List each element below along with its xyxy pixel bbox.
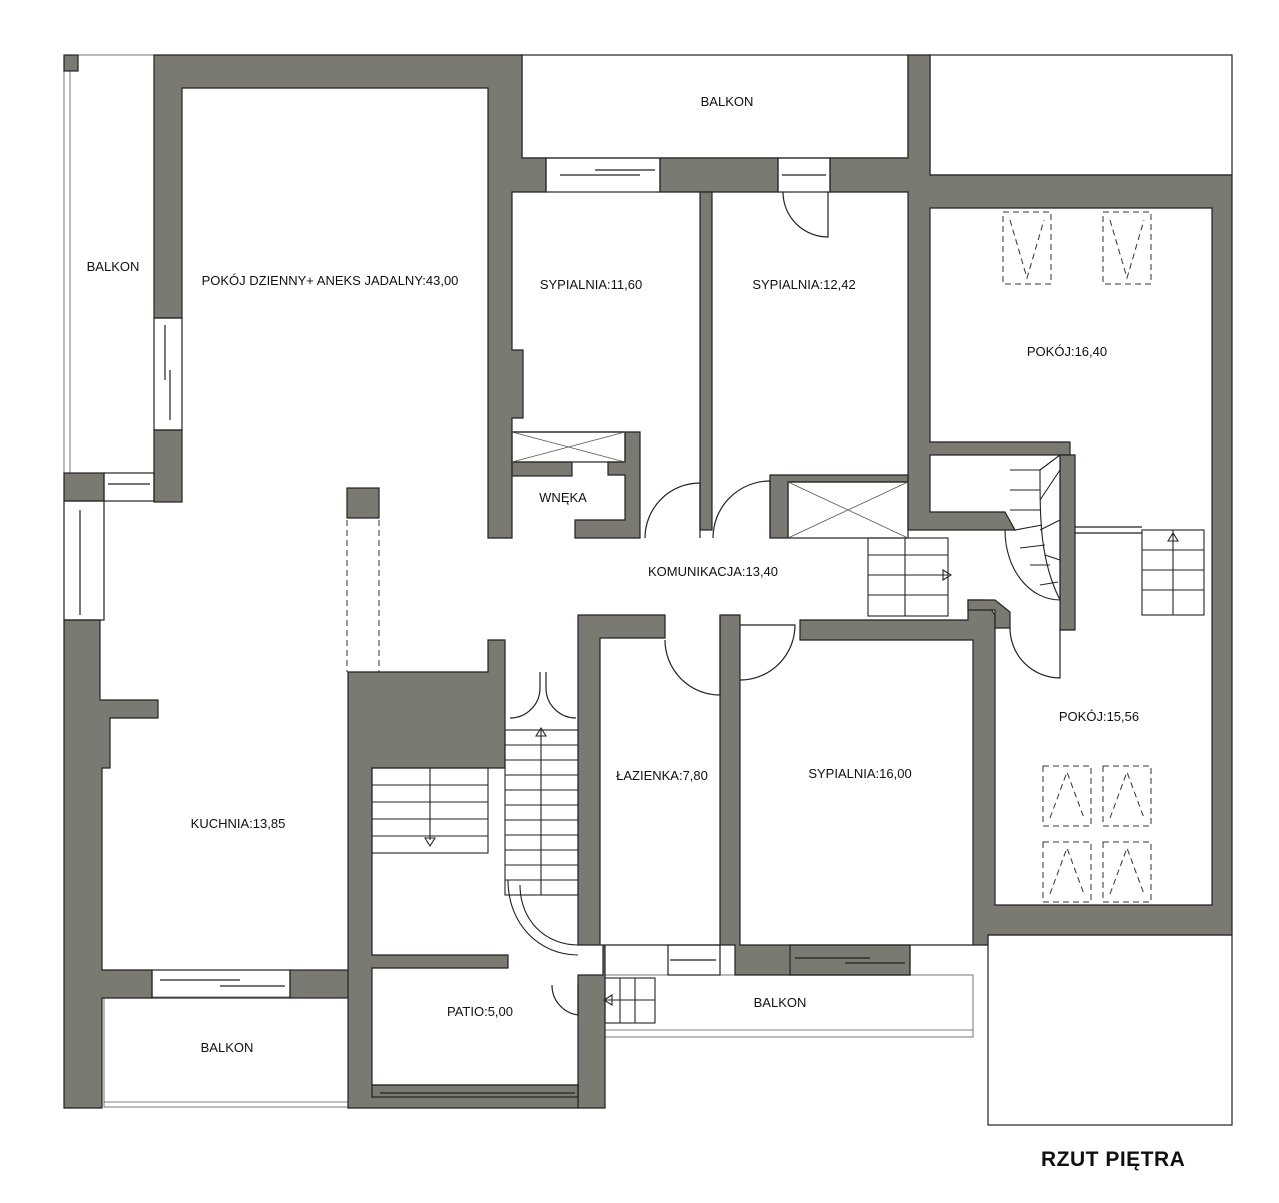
room-label-lazienka: ŁAZIENKA:7,80 (616, 768, 708, 783)
windows (63, 157, 1142, 1098)
room-label-patio: PATIO:5,00 (447, 1004, 513, 1019)
room-label-kuchnia: KUCHNIA:13,85 (191, 816, 286, 831)
room-label-sypialnia-1: SYPIALNIA:11,60 (540, 277, 642, 292)
room-label-pokoj-1: POKÓJ:16,40 (1027, 344, 1107, 359)
room-label-pokoj-2: POKÓJ:15,56 (1059, 709, 1139, 724)
room-label-sypialnia-2: SYPIALNIA:12,42 (752, 277, 855, 292)
storage-units (511, 431, 909, 539)
plan-title: RZUT PIĘTRA (1041, 1148, 1186, 1171)
walls (63, 54, 1233, 1109)
room-label-balkon-top: BALKON (701, 94, 754, 109)
stairs (371, 454, 1205, 1024)
room-label-komunikacja: KOMUNIKACJA:13,40 (648, 564, 778, 579)
room-label-balkon-bottom-left: BALKON (201, 1040, 254, 1055)
doors (509, 191, 1061, 1016)
room-label-balkon-bottom-right: BALKON (754, 995, 807, 1010)
room-label-sypialnia-3: SYPIALNIA:16,00 (808, 766, 911, 781)
skylights (346, 211, 1152, 903)
balcony-outlines (63, 54, 1233, 1126)
room-label-balkon-left: BALKON (87, 259, 140, 274)
room-label-living: POKÓJ DZIENNY+ ANEKS JADALNY:43,00 (202, 273, 459, 288)
room-label-wneka: WNĘKA (539, 490, 587, 505)
room-labels: BALKON BALKON POKÓJ DZIENNY+ ANEKS JADAL… (87, 94, 1139, 1055)
